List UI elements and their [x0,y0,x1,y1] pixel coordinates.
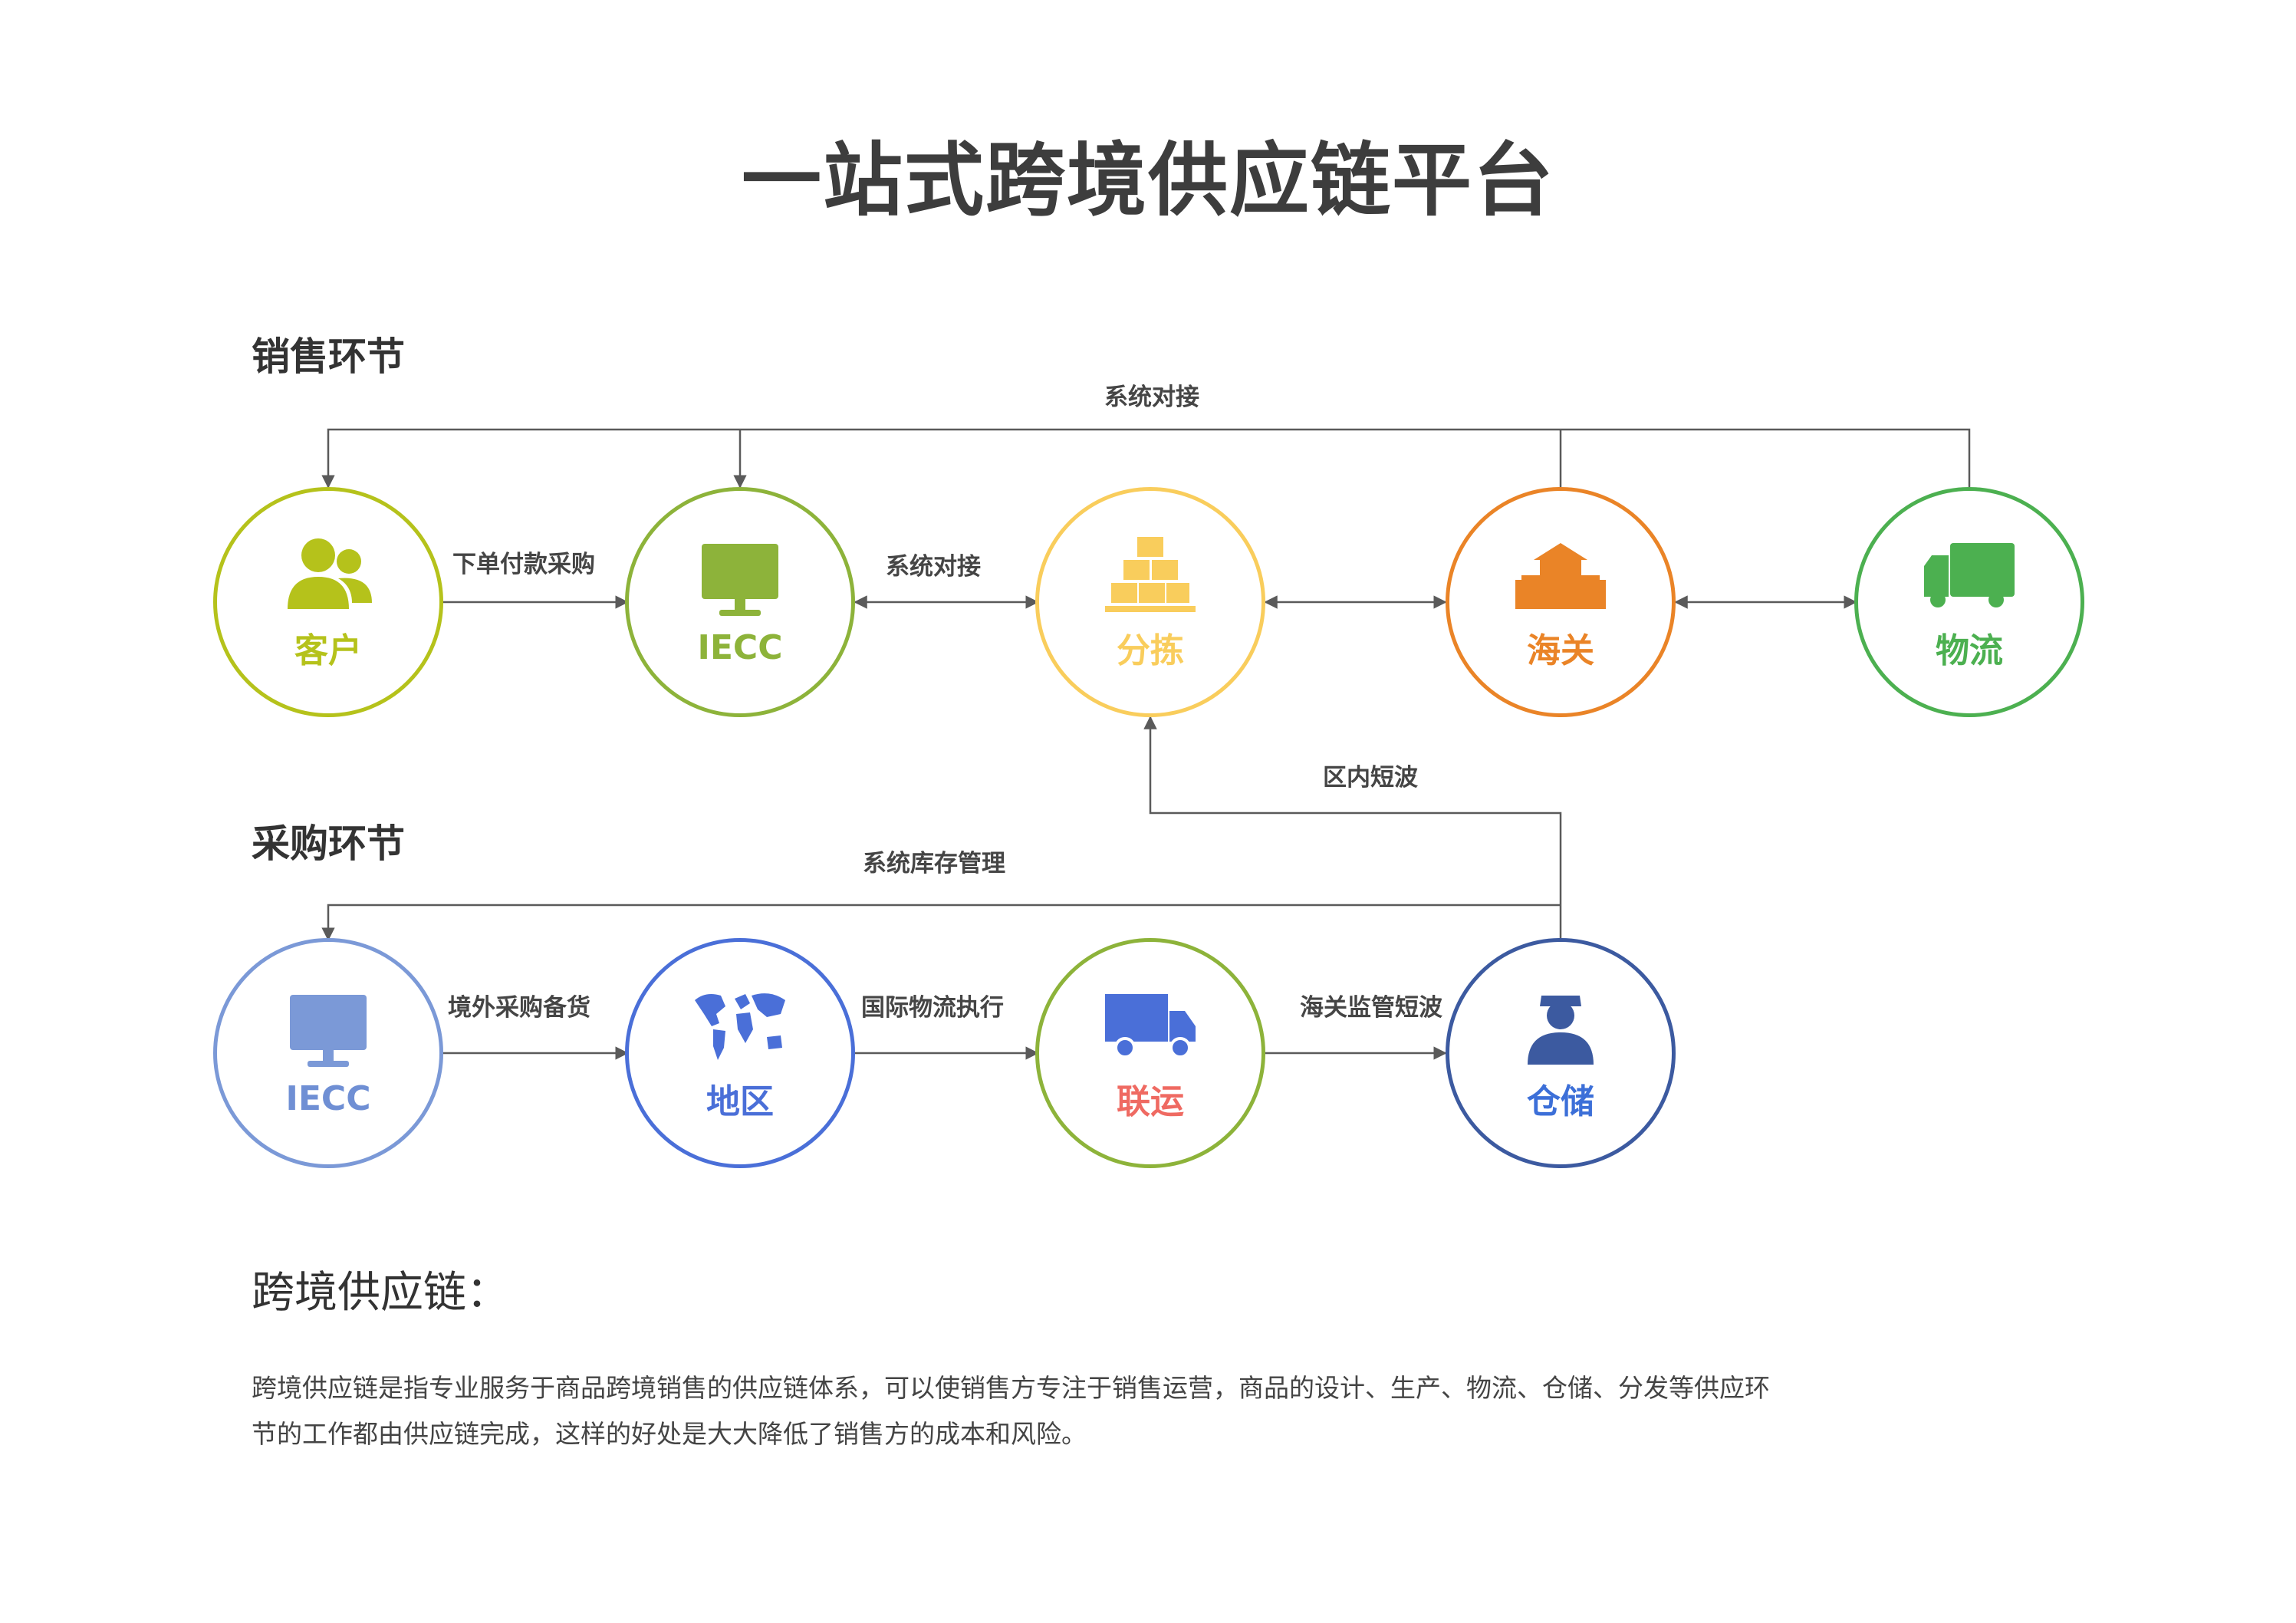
node-iecc-sales: IECC [625,487,855,717]
node-iecc-purchase: IECC [213,938,443,1168]
world-map-icon [690,983,790,1068]
truck-icon [1919,532,2019,617]
node-label: 海关 [1527,631,1594,670]
node-sorting: 分拣 [1035,487,1265,717]
label-sys-mid: 系统对接 [886,553,981,581]
boxes-icon [1100,532,1200,617]
sales-section-heading: 销售环节 [252,334,405,379]
node-region: 地区 [625,938,855,1168]
label-short-wave: 区内短波 [1323,764,1418,792]
label-order: 下单付款采购 [452,551,595,578]
node-warehouse: 仓储 [1446,938,1676,1168]
node-customs: 海关 [1446,487,1676,717]
page-title: 一站式跨境供应链平台 [741,133,1554,227]
node-logistics: 物流 [1854,487,2084,717]
sys-top-line [321,428,1971,489]
arrow-short-wave [1143,716,1562,940]
node-label: IECC [697,627,783,667]
node-customer: 客户 [213,487,443,717]
officer-icon [1511,983,1610,1068]
purchase-section-heading: 采购环节 [252,821,405,866]
customs-building-icon [1511,532,1610,617]
node-label: 地区 [706,1082,774,1121]
truck-icon [1100,983,1200,1068]
label-overseas: 境外采购备货 [448,994,590,1022]
node-label: 仓储 [1527,1082,1594,1121]
label-sys-top: 系统对接 [1104,384,1199,411]
node-label: IECC [285,1078,371,1118]
node-label: 分拣 [1117,631,1184,670]
label-customs-short: 海关监管短波 [1300,994,1442,1022]
node-label: 联运 [1117,1082,1184,1121]
arrow-inventory [321,904,1561,941]
label-inventory: 系统库存管理 [863,850,1005,877]
node-label: 物流 [1936,631,2003,670]
monitor-icon [690,538,790,622]
intro-paragraph: 跨境供应链是指专业服务于商品跨境销售的供应链体系，可以使销售方专注于销售运营，商… [252,1373,1770,1449]
monitor-icon [278,989,378,1073]
label-intl: 国际物流执行 [861,994,1004,1022]
intro-heading: 跨境供应链： [252,1268,509,1318]
node-transport: 联运 [1035,938,1265,1168]
node-label: 客户 [294,631,362,670]
users-icon [278,532,378,617]
